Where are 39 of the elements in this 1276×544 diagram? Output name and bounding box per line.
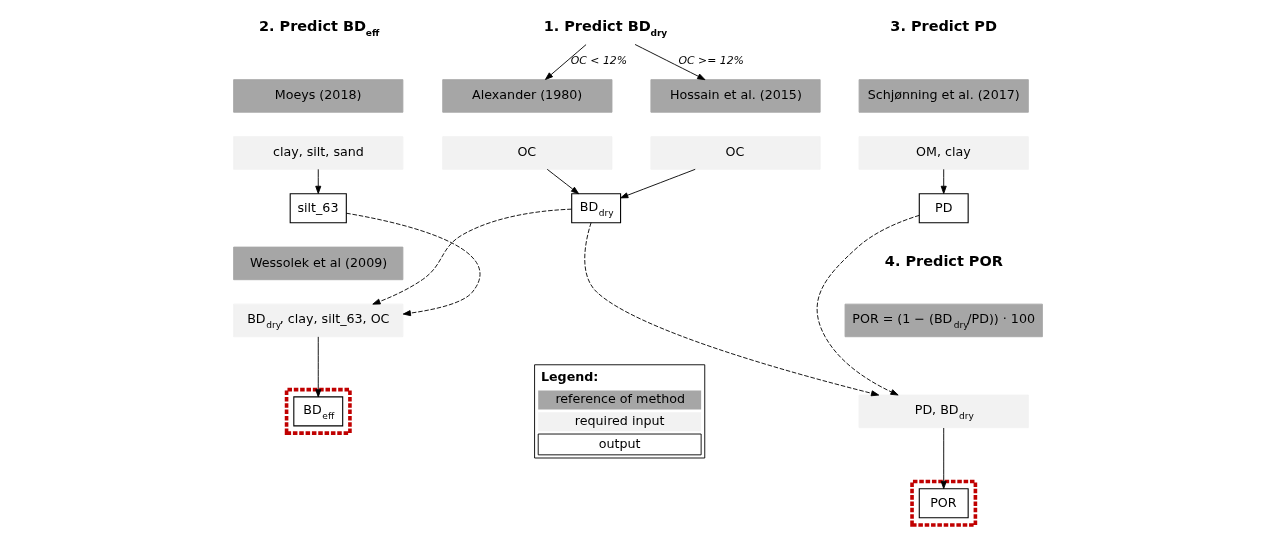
arrow xyxy=(546,168,580,195)
node-box: BD$_{dry}$ xyxy=(571,193,622,224)
node-box: PD xyxy=(918,193,969,224)
label: 3. Predict PD xyxy=(890,17,997,34)
node-box: Alexander (1980) xyxy=(442,79,613,113)
arrow xyxy=(940,168,947,194)
node-box: Wessolek et al (2009) xyxy=(233,246,404,281)
arrow xyxy=(584,222,880,397)
legend-label: output xyxy=(598,435,641,451)
label: Legend: xyxy=(540,368,599,384)
arrow xyxy=(940,427,947,490)
legend-label: reference of method xyxy=(555,391,685,407)
arrow xyxy=(620,168,696,199)
node-box: OM, clay xyxy=(858,136,1029,170)
legend-label: required input xyxy=(574,413,665,429)
arrow xyxy=(345,212,481,317)
node-box: Moeys (2018) xyxy=(233,79,404,113)
arrow xyxy=(816,214,920,396)
node-box: BD$_{eff}$ xyxy=(293,396,344,427)
arrow xyxy=(372,208,572,305)
arrow xyxy=(545,44,587,80)
label: 4. Predict POR xyxy=(884,252,1003,269)
node-box: Hossain et al. (2015) xyxy=(650,79,821,113)
node-box: clay, silt, sand xyxy=(233,136,404,170)
edge-label: OC >= 12% xyxy=(678,53,744,67)
node-box: POR xyxy=(918,488,969,519)
node-box: silt_63 xyxy=(289,193,347,224)
node-box: OC xyxy=(650,136,821,170)
node-box: OC xyxy=(442,136,613,170)
arrow xyxy=(315,336,322,398)
label: 2. Predict BD$_{eff}$ xyxy=(258,17,380,38)
arrow xyxy=(315,168,322,194)
edge-label: OC < 12% xyxy=(570,53,628,67)
node-box: BD$_{dry}$, clay, silt_63, OC xyxy=(233,303,404,338)
node-text: 1. Predict BD$_{dry}$ xyxy=(543,17,668,38)
arrow xyxy=(634,44,706,81)
node-box: POR = (1 − (BD$_{dry}$/PD)) · 100 xyxy=(844,303,1043,338)
node-box: PD, BD$_{dry}$ xyxy=(858,394,1029,429)
node-box: Schjønning et al. (2017) xyxy=(858,79,1029,113)
